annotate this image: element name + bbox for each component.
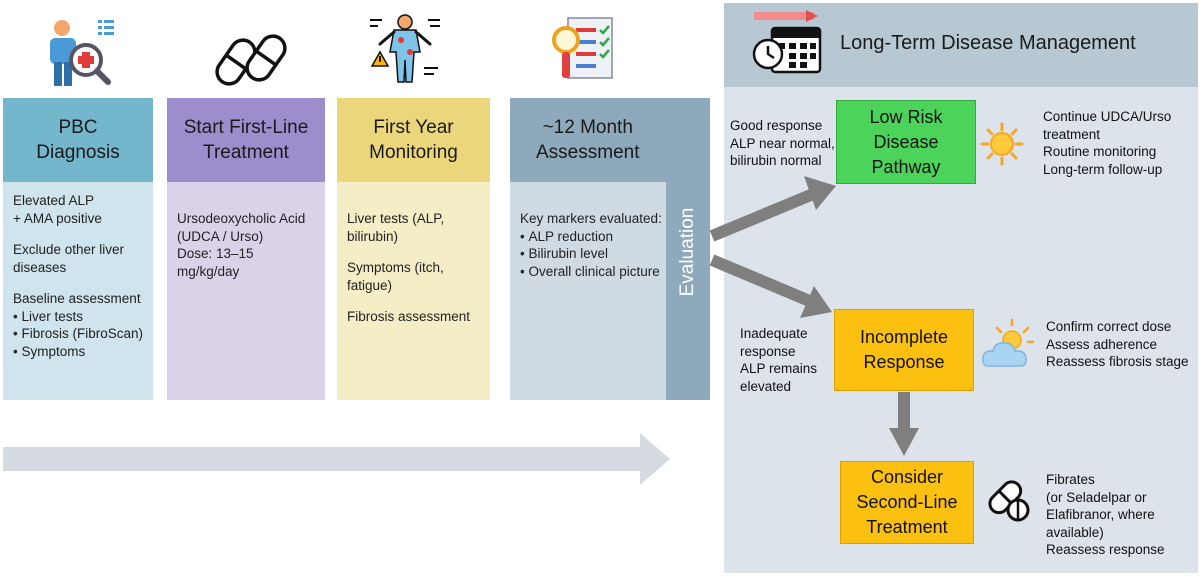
flow-arrows xyxy=(709,176,919,456)
monitoring-liver-tests: Liver tests (ALP, bilirubin) xyxy=(347,211,445,244)
sun-icon xyxy=(980,122,1024,166)
low-risk-actions: Continue UDCA/Urso treatment Routine mon… xyxy=(1043,109,1172,177)
monitoring-fibrosis: Fibrosis assessment xyxy=(347,309,471,324)
capsule-icon xyxy=(988,480,1030,522)
evaluation-label: Evaluation xyxy=(677,207,698,297)
body-symptoms-icon xyxy=(370,14,440,83)
stage-monitoring-body: Liver tests (ALP, bilirubin) Symptoms (i… xyxy=(337,182,490,400)
diagnosis-exclusion: Exclude other liver diseases xyxy=(13,242,125,275)
list-item: Symptoms xyxy=(13,343,143,361)
incomplete-actions: Confirm correct dose Assess adherence Re… xyxy=(1046,319,1189,369)
assessment-markers-list: ALP reduction Bilirubin level Overall cl… xyxy=(520,228,666,281)
stage-treatment-body: Ursodeoxycholic Acid (UDCA / Urso) Dose:… xyxy=(167,182,325,400)
checklist-magnifier-icon xyxy=(552,17,613,79)
low-risk-condition: Good response ALP near normal, bilirubin… xyxy=(730,118,835,168)
diagnosis-baseline-list: Liver tests Fibrosis (FibroScan) Symptom… xyxy=(13,308,143,361)
stage-treatment-header: Start First-Line Treatment xyxy=(167,98,325,182)
stage-monitoring-title: First Year Monitoring xyxy=(369,117,458,163)
diagnosis-baseline: Baseline assessment xyxy=(13,291,141,306)
stage-diagnosis-body: Elevated ALP + AMA positive Exclude othe… xyxy=(3,182,153,400)
stage-assessment-body: Key markers evaluated: ALP reduction Bil… xyxy=(510,182,666,400)
timeline-arrow xyxy=(3,433,670,485)
doctor-search-icon xyxy=(50,20,114,86)
stage-diagnosis-header: PBC Diagnosis xyxy=(3,98,153,182)
low-risk-box: Low Risk Disease Pathway xyxy=(836,100,976,184)
list-item: Liver tests xyxy=(13,308,143,326)
assessment-intro: Key markers evaluated: xyxy=(520,211,662,226)
pills-icon xyxy=(215,34,287,86)
second-line-actions: Fibrates (or Seladelpar or Elafibranor, … xyxy=(1046,472,1165,557)
calendar-clock-icon xyxy=(752,10,822,74)
incomplete-response-box: Incomplete Response xyxy=(834,309,974,391)
partly-cloudy-icon xyxy=(982,318,1035,367)
stage-monitoring-header: First Year Monitoring xyxy=(337,98,490,182)
list-item: ALP reduction xyxy=(520,228,666,246)
incomplete-condition: Inadequate response ALP remains elevated xyxy=(740,326,818,394)
stage-assessment-title: ~12 Month Assessment xyxy=(536,117,640,163)
evaluation-bar: Evaluation xyxy=(666,182,710,400)
long-term-panel-title: Long-Term Disease Management xyxy=(840,32,1136,54)
list-item: Overall clinical picture xyxy=(520,263,666,281)
stage-diagnosis-title: PBC Diagnosis xyxy=(36,117,120,163)
treatment-details: Ursodeoxycholic Acid (UDCA / Urso) Dose:… xyxy=(177,211,306,279)
second-line-box: Consider Second-Line Treatment xyxy=(840,461,974,544)
stage-treatment-title: Start First-Line Treatment xyxy=(183,117,309,163)
list-item: Bilirubin level xyxy=(520,245,666,263)
list-item: Fibrosis (FibroScan) xyxy=(13,325,143,343)
stage-assessment-header: ~12 Month Assessment xyxy=(510,98,710,182)
monitoring-symptoms: Symptoms (itch, fatigue) xyxy=(347,260,444,293)
diagnosis-criteria: Elevated ALP + AMA positive xyxy=(13,193,102,226)
